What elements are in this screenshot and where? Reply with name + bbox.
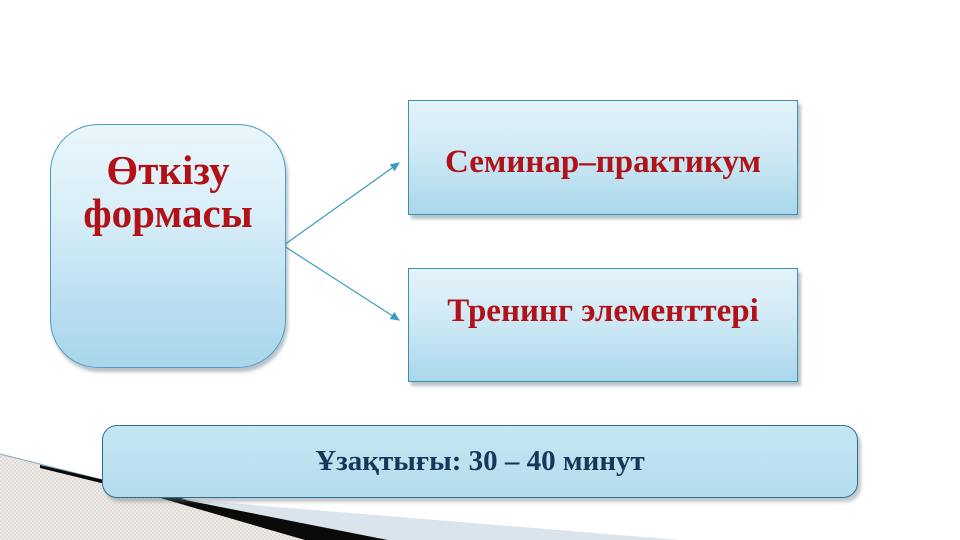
corner-pale-blue-blade — [180, 499, 680, 540]
option-box-seminar: Семинар–практикум — [408, 100, 798, 215]
connector-arrow-to-seminar — [283, 162, 400, 246]
form-shape-label: Өткізу формасы — [83, 147, 253, 237]
option-box-seminar-label: Семинар–практикум — [445, 144, 761, 180]
form-shape: Өткізу формасы — [50, 124, 286, 368]
duration-box: Ұзақтығы: 30 – 40 минут — [102, 425, 858, 498]
connector-arrow-to-trening — [283, 245, 401, 321]
option-box-trening: Тренинг элементтері — [408, 268, 798, 382]
option-box-trening-label: Тренинг элементтері — [447, 292, 759, 329]
duration-box-label: Ұзақтығы: 30 – 40 минут — [315, 445, 645, 477]
